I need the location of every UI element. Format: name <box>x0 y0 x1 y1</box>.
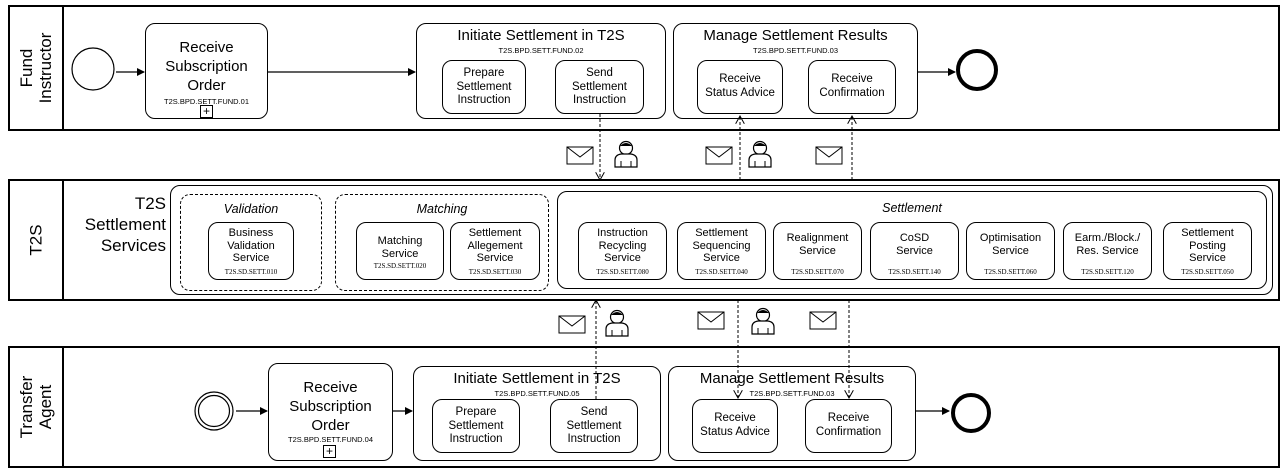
task-label: Send Settlement Instruction <box>566 406 622 445</box>
end-event-agent <box>951 393 991 433</box>
task-label: Receive Confirmation <box>819 73 885 99</box>
person-icon <box>605 309 629 337</box>
end-event-fund <box>956 49 998 91</box>
task-receive-status-advice-fund[interactable]: Receive Status Advice <box>697 60 783 114</box>
subprocess-title: Initiate Settlement in T2S <box>457 27 625 44</box>
envelope-icon <box>558 315 586 334</box>
envelope-icon <box>697 311 725 330</box>
task-label: Receive Status Advice <box>705 73 775 99</box>
service-label: Settlement Posting Service <box>1181 227 1234 264</box>
subprocess-collapse-marker-icon[interactable]: + <box>323 445 336 458</box>
person-icon <box>748 140 772 168</box>
lane-header-transfer-agent: Transfer Agent <box>10 348 64 466</box>
start-event-fund <box>71 47 115 91</box>
person-icon <box>614 140 638 168</box>
subprocess-title: Initiate Settlement in T2S <box>453 370 621 387</box>
task-prepare-settlement-instruction-agent[interactable]: Prepare Settlement Instruction <box>432 399 520 453</box>
subprocess-receive-subscription-order-fund[interactable]: Receive Subscription Order T2S.BPD.SETT.… <box>145 23 268 119</box>
task-label: Send Settlement Instruction <box>572 67 627 106</box>
subprocess-code: T2S.BPD.SETT.FUND.02 <box>498 46 584 55</box>
service-code: T2S.SD.SETT.050 <box>1181 268 1234 276</box>
task-receive-confirmation-fund[interactable]: Receive Confirmation <box>808 60 896 114</box>
subprocess-code: T2S.BPD.SETT.FUND.05 <box>494 389 580 398</box>
subprocess-code: T2S.BPD.SETT.FUND.01 <box>163 97 250 106</box>
subprocess-code: T2S.BPD.SETT.FUND.03 <box>752 46 839 55</box>
service-label: CoSD Service <box>896 232 933 257</box>
service-code: T2S.SD.SETT.060 <box>984 268 1037 276</box>
group-validation: Validation <box>180 194 322 291</box>
pool-title-t2s-settlement-services: T2S Settlement Services <box>84 194 166 255</box>
service-code: T2S.SD.SETT.020 <box>373 262 427 270</box>
group-title: Matching <box>416 202 468 216</box>
service-label: Realignment Service <box>786 232 849 257</box>
service-label: Matching Service <box>377 235 423 260</box>
start-event-agent <box>194 391 234 431</box>
task-send-settlement-instruction-fund[interactable]: Send Settlement Instruction <box>555 60 644 114</box>
lane-header-t2s: T2S <box>10 181 64 299</box>
service-label: Settlement Sequencing Service <box>692 227 751 264</box>
task-receive-status-advice-agent[interactable]: Receive Status Advice <box>692 399 778 453</box>
service-label: Settlement Allegement Service <box>467 227 523 264</box>
task-label: Prepare Settlement Instruction <box>448 406 504 445</box>
service-code: T2S.SD.SETT.010 <box>224 268 278 276</box>
service-code: T2S.SD.SETT.120 <box>1081 268 1134 276</box>
task-label: Receive Status Advice <box>700 412 770 438</box>
task-label: Receive Confirmation <box>815 412 882 438</box>
lane-header-fund-instructor: Fund Instructor <box>10 7 64 129</box>
service-code: T2S.SD.SETT.030 <box>468 268 522 276</box>
subprocess-code: T2S.BPD.SETT.FUND.04 <box>287 435 374 444</box>
subprocess-receive-subscription-order-agent[interactable]: Receive Subscription Order T2S.BPD.SETT.… <box>268 363 393 461</box>
subprocess-label: Receive Subscription Order <box>165 39 248 94</box>
task-send-settlement-instruction-agent[interactable]: Send Settlement Instruction <box>550 399 638 453</box>
subprocess-title: Manage Settlement Results <box>699 370 885 387</box>
subprocess-title: Manage Settlement Results <box>703 27 888 44</box>
service-code: T2S.SD.SETT.140 <box>888 268 941 276</box>
envelope-icon <box>809 311 837 330</box>
group-title: Settlement <box>882 201 942 215</box>
service-code: T2S.SD.SETT.040 <box>695 268 748 276</box>
service-label: Earm./Block./ Res. Service <box>1074 232 1141 257</box>
service-business-validation[interactable]: Business Validation Service T2S.SD.SETT.… <box>208 222 294 280</box>
envelope-icon <box>566 146 594 165</box>
service-label: Business Validation Service <box>227 227 275 264</box>
envelope-icon <box>815 146 843 165</box>
group-matching: Matching <box>335 194 549 291</box>
task-receive-confirmation-agent[interactable]: Receive Confirmation <box>805 399 892 453</box>
subprocess-label: Receive Subscription Order <box>289 379 372 434</box>
service-settlement-allegement[interactable]: Settlement Allegement Service T2S.SD.SET… <box>450 222 540 280</box>
service-matching[interactable]: Matching Service T2S.SD.SETT.020 <box>356 222 444 280</box>
task-prepare-settlement-instruction-fund[interactable]: Prepare Settlement Instruction <box>442 60 526 114</box>
service-code: T2S.SD.SETT.080 <box>596 268 649 276</box>
envelope-icon <box>705 146 733 165</box>
service-label: Instruction Recycling Service <box>597 227 648 264</box>
service-label: Optimisation Service <box>979 232 1042 257</box>
person-icon <box>751 307 775 335</box>
task-label: Prepare Settlement Instruction <box>456 67 512 106</box>
subprocess-collapse-marker-icon[interactable]: + <box>200 105 213 118</box>
subprocess-code: T2S.BPD.SETT.FUND.03 <box>749 389 835 398</box>
service-code: T2S.SD.SETT.070 <box>791 268 844 276</box>
group-title: Validation <box>223 202 279 216</box>
